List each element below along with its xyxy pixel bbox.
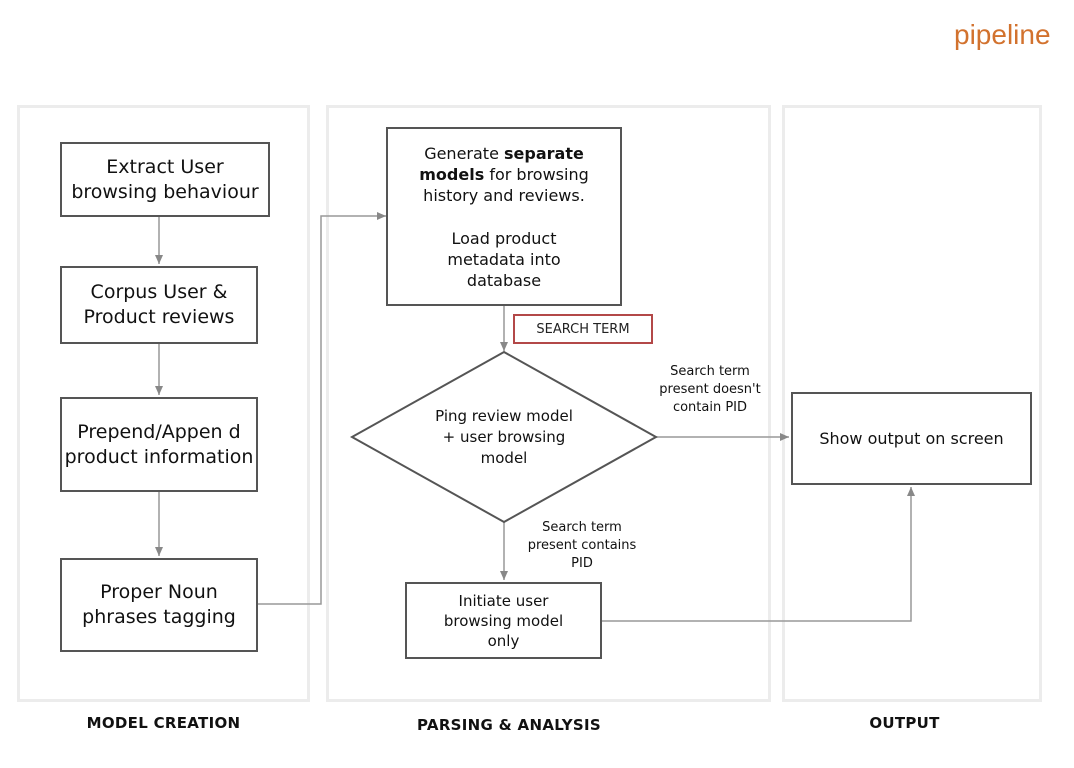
- node-generate-models: Generate separate models for browsing hi…: [386, 127, 622, 306]
- edge-label-no-pid: Search term present doesn't contain PID: [652, 363, 768, 417]
- edge-has-pid-text: Search term present contains PID: [527, 520, 637, 571]
- node-load-text: Load product metadata into database: [447, 228, 561, 290]
- node-corpus-label: Corpus User & Product reviews: [83, 281, 235, 328]
- arrow-initiate-to-output: [602, 487, 915, 622]
- edge-no-pid-text: Search term present doesn't contain PID: [659, 364, 761, 415]
- edge-label-has-pid: Search term present contains PID: [527, 519, 637, 573]
- decision-ping-label: Ping review model + user browsing model: [430, 392, 578, 482]
- node-proper-noun-label: Proper Noun phrases tagging: [82, 581, 236, 628]
- generate-text-c: for browsing history and reviews.: [423, 164, 589, 205]
- generate-text-a: Generate: [424, 143, 504, 163]
- node-prepend-append: Prepend/Appen d product information: [60, 397, 258, 492]
- search-term-box: SEARCH TERM: [513, 314, 653, 344]
- column-label-output: OUTPUT: [869, 714, 940, 732]
- node-extract-label: Extract User browsing behaviour: [71, 155, 259, 203]
- brand-title: pipeline: [954, 19, 1051, 50]
- search-term-label: SEARCH TERM: [536, 321, 630, 337]
- node-prepend-label: Prepend/Appen d product information: [64, 420, 254, 468]
- generate-text-bold: separate models: [419, 143, 584, 184]
- decision-diamond: [349, 350, 659, 524]
- node-proper-noun-tagging: Proper Noun phrases tagging: [60, 558, 258, 652]
- node-corpus-reviews: Corpus User & Product reviews: [60, 266, 258, 344]
- node-generate-text: Generate separate models for browsing hi…: [398, 143, 610, 206]
- node-extract-user-browsing: Extract User browsing behaviour: [60, 142, 270, 217]
- decision-ping-text: Ping review model + user browsing model: [435, 406, 573, 467]
- node-show-output-label: Show output on screen: [819, 428, 1004, 448]
- node-initiate-browsing: Initiate user browsing model only: [405, 582, 602, 659]
- column-label-parsing-analysis: PARSING & ANALYSIS: [417, 716, 601, 734]
- column-label-model-creation: MODEL CREATION: [86, 714, 241, 732]
- arrow-propernoun-to-generate: [258, 212, 386, 605]
- node-show-output: Show output on screen: [791, 392, 1032, 485]
- node-initiate-label: Initiate user browsing model only: [443, 591, 564, 650]
